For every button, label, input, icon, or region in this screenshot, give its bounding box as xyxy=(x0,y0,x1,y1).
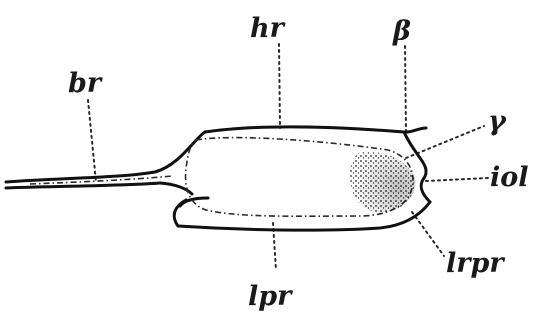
leader-hr xyxy=(279,44,280,128)
label-lrpr: lrpr xyxy=(446,248,505,279)
leader-br xyxy=(88,100,96,182)
label-gamma: γ xyxy=(488,106,507,137)
label-hr: hr xyxy=(250,13,286,44)
leader-lines xyxy=(88,44,488,270)
tail-lower-edge xyxy=(6,183,160,188)
label-iol: iol xyxy=(490,162,529,193)
leader-lrpr xyxy=(412,212,444,256)
leader-beta xyxy=(405,46,406,132)
top-right-process xyxy=(404,132,420,158)
label-lpr: lpr xyxy=(248,281,293,312)
leader-iol xyxy=(426,178,488,181)
right-end xyxy=(420,158,430,202)
lower-left-flap xyxy=(174,198,208,226)
label-beta: β xyxy=(392,16,411,47)
label-br: br xyxy=(68,68,103,99)
stippled-shade xyxy=(350,152,415,213)
tail-upper-edge xyxy=(6,132,205,182)
upper-border xyxy=(205,127,426,132)
